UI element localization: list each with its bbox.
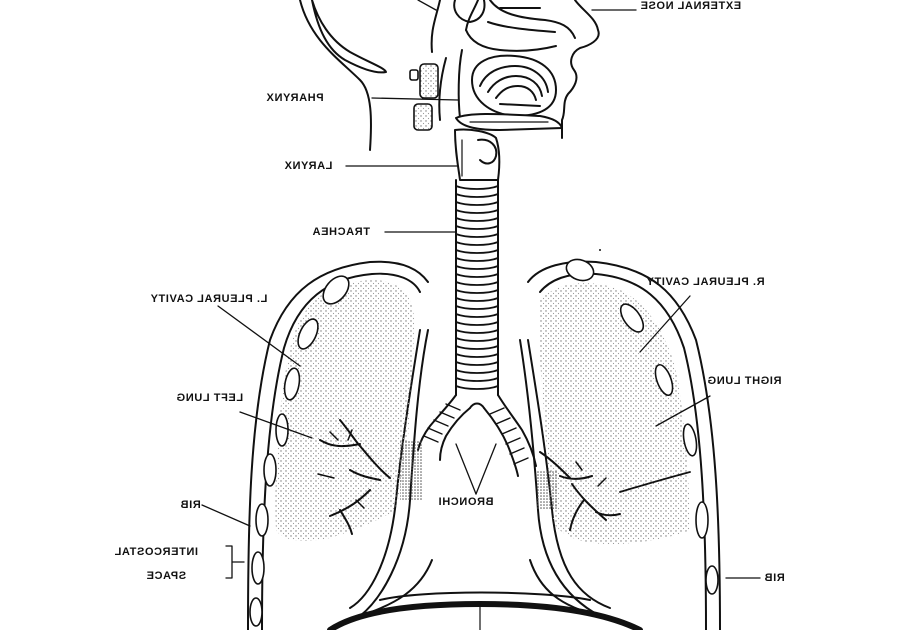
tracheal-ring	[455, 369, 499, 374]
tracheal-ring	[455, 217, 499, 222]
tracheal-ring	[455, 241, 499, 246]
tracheal-ring	[455, 385, 499, 390]
tracheal-ring	[455, 281, 499, 286]
tracheal-ring	[455, 193, 499, 198]
label-pharynx: PHARYNX	[266, 92, 324, 104]
right-lung	[539, 249, 691, 544]
label-bronchi: BRONCHI	[438, 496, 494, 508]
pharynx-wall	[438, 49, 463, 121]
leader-lines	[201, 0, 761, 579]
ribs-left	[249, 275, 350, 627]
bronchial-ring	[489, 407, 505, 415]
tracheal-ring	[455, 289, 499, 294]
nasal-cavity	[453, 0, 576, 52]
tracheal-ring	[455, 273, 499, 278]
diaphragm	[327, 591, 643, 633]
larynx	[454, 128, 501, 181]
label-l-pleural-cavity: L. PLEURAL CAVITY	[150, 293, 268, 305]
tracheal-ring	[455, 233, 499, 238]
tracheal-ring	[455, 321, 499, 326]
label-space: SPACE	[146, 570, 187, 582]
tracheal-ring	[455, 305, 499, 310]
bronchial-ring	[505, 437, 521, 445]
bronchial-ring	[427, 427, 443, 435]
tracheal-ring	[455, 265, 499, 270]
tracheal-ring	[455, 249, 499, 254]
tracheal-ring	[455, 201, 499, 206]
tracheal-ring	[455, 313, 499, 318]
label-larynx: LARYNX	[284, 160, 333, 172]
bronchial-ring	[439, 411, 455, 419]
bronchi	[417, 394, 537, 477]
tracheal-ring	[455, 329, 499, 334]
trachea	[455, 179, 499, 396]
label-trachea: TRACHEA	[312, 226, 370, 238]
cervical-vertebrae	[409, 63, 439, 131]
bronchial-ring	[423, 435, 439, 443]
tracheal-ring	[455, 337, 499, 342]
tracheal-ring	[455, 297, 499, 302]
label-rib-right: RIB	[764, 572, 785, 584]
bronchial-ring	[445, 403, 461, 411]
label-external-nose: EXTERNAL NOSE	[640, 0, 742, 12]
label-r-pleural-cavity: R. PLEURAL CAVITY	[646, 276, 765, 288]
tracheal-ring	[455, 353, 499, 358]
bronchial-ring	[513, 457, 529, 465]
head-neck-outline	[299, 0, 600, 151]
bronchial-ring	[509, 447, 525, 455]
bronchial-ring	[501, 427, 517, 435]
tracheal-ring	[455, 209, 499, 214]
tracheal-ring	[455, 257, 499, 262]
label-rib-left: RIB	[180, 499, 201, 511]
tracheal-ring	[455, 345, 499, 350]
tongue	[471, 54, 557, 117]
tracheal-ring	[455, 185, 499, 190]
epiglottis	[455, 113, 563, 131]
bronchial-ring	[433, 419, 449, 427]
label-intercostal: INTERCOSTAL	[114, 546, 199, 558]
bronchial-ring	[495, 417, 511, 425]
label-left-lung: LEFT LUNG	[176, 392, 244, 404]
tracheal-ring	[455, 225, 499, 230]
tracheal-ring	[455, 377, 499, 382]
label-right-lung: RIGHT LUNG	[707, 375, 782, 387]
ribs-right	[565, 258, 719, 595]
tracheal-ring	[455, 361, 499, 366]
